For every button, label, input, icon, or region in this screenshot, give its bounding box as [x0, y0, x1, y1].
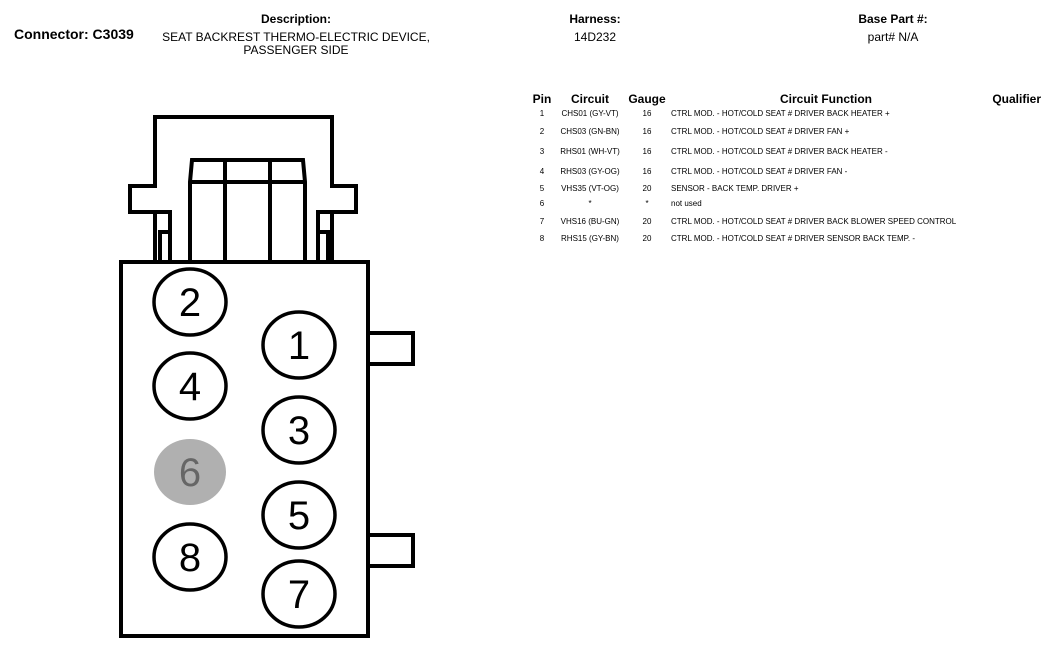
pin-cell: 4 [539, 166, 545, 176]
qualifier-cell [981, 181, 1041, 196]
pin-number-label: 2 [179, 281, 201, 325]
latch-side-left [153, 210, 172, 262]
qualifier-cell [981, 141, 1041, 161]
connector-body [119, 260, 370, 638]
pin-cell: 6 [539, 199, 545, 208]
table-row: 4 RHS03 (GY-OG) 16 CTRL MOD. - HOT/COLD … [530, 161, 1041, 181]
pin-cell: 3 [539, 146, 545, 156]
latch-inner [188, 158, 307, 262]
qualifier-cell [981, 211, 1041, 231]
gauge-cell: 20 [642, 184, 652, 193]
qualifier-cell [981, 106, 1041, 121]
harness-label: Harness: [569, 12, 621, 26]
qualifier-cell [981, 231, 1041, 246]
pin-cell: 8 [539, 234, 545, 243]
pin-number-label: 6 [179, 451, 201, 495]
function-cell: CTRL MOD. - HOT/COLD SEAT # DRIVER BACK … [671, 146, 888, 156]
description-label: Description: [260, 12, 331, 26]
base-part-label: Base Part #: [858, 12, 928, 26]
table-header-row: Pin Circuit Gauge Circuit Function Quali… [530, 90, 1041, 106]
description-value: SEAT BACKREST THERMO-ELECTRIC DEVICE, PA… [162, 30, 430, 57]
gauge-cell: 16 [642, 126, 652, 136]
function-cell: CTRL MOD. - HOT/COLD SEAT # DRIVER FAN + [671, 126, 850, 136]
pin-cavity-5 [261, 480, 337, 550]
pin-number-label: 1 [288, 324, 310, 368]
table-row: 2 CHS03 (GN-BN) 16 CTRL MOD. - HOT/COLD … [530, 121, 1041, 141]
pin-number-label: 3 [288, 409, 310, 453]
circuit-cell: * [588, 199, 592, 208]
function-cell: CTRL MOD. - HOT/COLD SEAT # DRIVER SENSO… [671, 234, 916, 243]
pin-number-label: 5 [288, 494, 310, 538]
table-row: 1 CHS01 (GY-VT) 16 CTRL MOD. - HOT/COLD … [530, 106, 1041, 121]
latch-outer [128, 115, 358, 262]
pin-number-label: 8 [179, 536, 201, 580]
qualifier-cell [981, 121, 1041, 141]
pin-cavity-8 [152, 522, 228, 592]
column-header-circuit: Circuit [570, 92, 609, 106]
function-cell: not used [671, 199, 702, 208]
function-cell: CTRL MOD. - HOT/COLD SEAT # DRIVER BACK … [671, 109, 890, 118]
connector-face-diagram: 2 1 4 3 6 5 8 7 [119, 115, 415, 638]
pin-cavity-2 [152, 267, 228, 337]
table-row: 5 VHS35 (VT-OG) 20 SENSOR - BACK TEMP. D… [530, 181, 1041, 196]
column-header-qualifier: Qualifier [992, 92, 1041, 106]
harness-value: 14D232 [573, 30, 617, 44]
key-tab-upper [368, 331, 415, 366]
pin-number-label: 4 [179, 365, 201, 409]
function-cell: SENSOR - BACK TEMP. DRIVER + [671, 184, 799, 193]
circuit-cell: RHS03 (GY-OG) [560, 166, 620, 176]
table-row: 3 RHS01 (WH-VT) 16 CTRL MOD. - HOT/COLD … [530, 141, 1041, 161]
pin-cavity-6 [154, 439, 226, 505]
circuit-cell: RHS01 (WH-VT) [560, 146, 620, 156]
gauge-cell: 16 [642, 166, 652, 176]
pin-cavity-7 [261, 559, 337, 629]
pin-cavities: 2 1 4 3 6 5 8 7 [152, 267, 337, 629]
column-header-circuit-function: Circuit Function [780, 92, 872, 106]
qualifier-cell [981, 161, 1041, 181]
pin-cavity-4 [152, 351, 228, 421]
circuit-cell: VHS35 (VT-OG) [561, 184, 619, 193]
pin-cavity-1 [261, 310, 337, 380]
base-part-value: part# N/A [867, 30, 919, 44]
function-cell: CTRL MOD. - HOT/COLD SEAT # DRIVER FAN - [671, 166, 848, 176]
pin-cell: 2 [539, 126, 545, 136]
key-tab-lower [368, 533, 415, 568]
gauge-cell: 20 [642, 216, 652, 226]
pin-cell: 1 [539, 109, 545, 118]
column-header-gauge: Gauge [628, 92, 666, 106]
qualifier-cell [981, 196, 1041, 211]
circuit-cell: CHS03 (GN-BN) [560, 126, 620, 136]
gauge-cell: 20 [642, 234, 652, 243]
table-row: 7 VHS16 (BU-GN) 20 CTRL MOD. - HOT/COLD … [530, 211, 1041, 231]
circuit-cell: RHS15 (GY-BN) [561, 234, 619, 243]
gauge-cell: * [645, 199, 649, 208]
function-cell: CTRL MOD. - HOT/COLD SEAT # DRIVER BACK … [671, 216, 957, 226]
gauge-cell: 16 [642, 146, 652, 156]
latch-side-right [316, 210, 334, 262]
table-row: 6 * * not used [530, 196, 1041, 211]
pin-cell: 5 [539, 184, 545, 193]
pin-cell: 7 [539, 216, 545, 226]
latch-side-right-detail [318, 230, 330, 262]
column-header-pin: Pin [532, 92, 552, 106]
circuit-cell: CHS01 (GY-VT) [561, 109, 619, 118]
pin-number-label: 7 [288, 573, 310, 617]
gauge-cell: 16 [642, 109, 652, 118]
table-row: 8 RHS15 (GY-BN) 20 CTRL MOD. - HOT/COLD … [530, 231, 1041, 246]
pin-cavity-3 [261, 395, 337, 465]
circuit-cell: VHS16 (BU-GN) [560, 216, 620, 226]
latch-side-left-detail [158, 230, 170, 262]
pin-table: Pin Circuit Gauge Circuit Function Quali… [530, 90, 1041, 246]
connector-title: Connector: C3039 [14, 26, 134, 42]
